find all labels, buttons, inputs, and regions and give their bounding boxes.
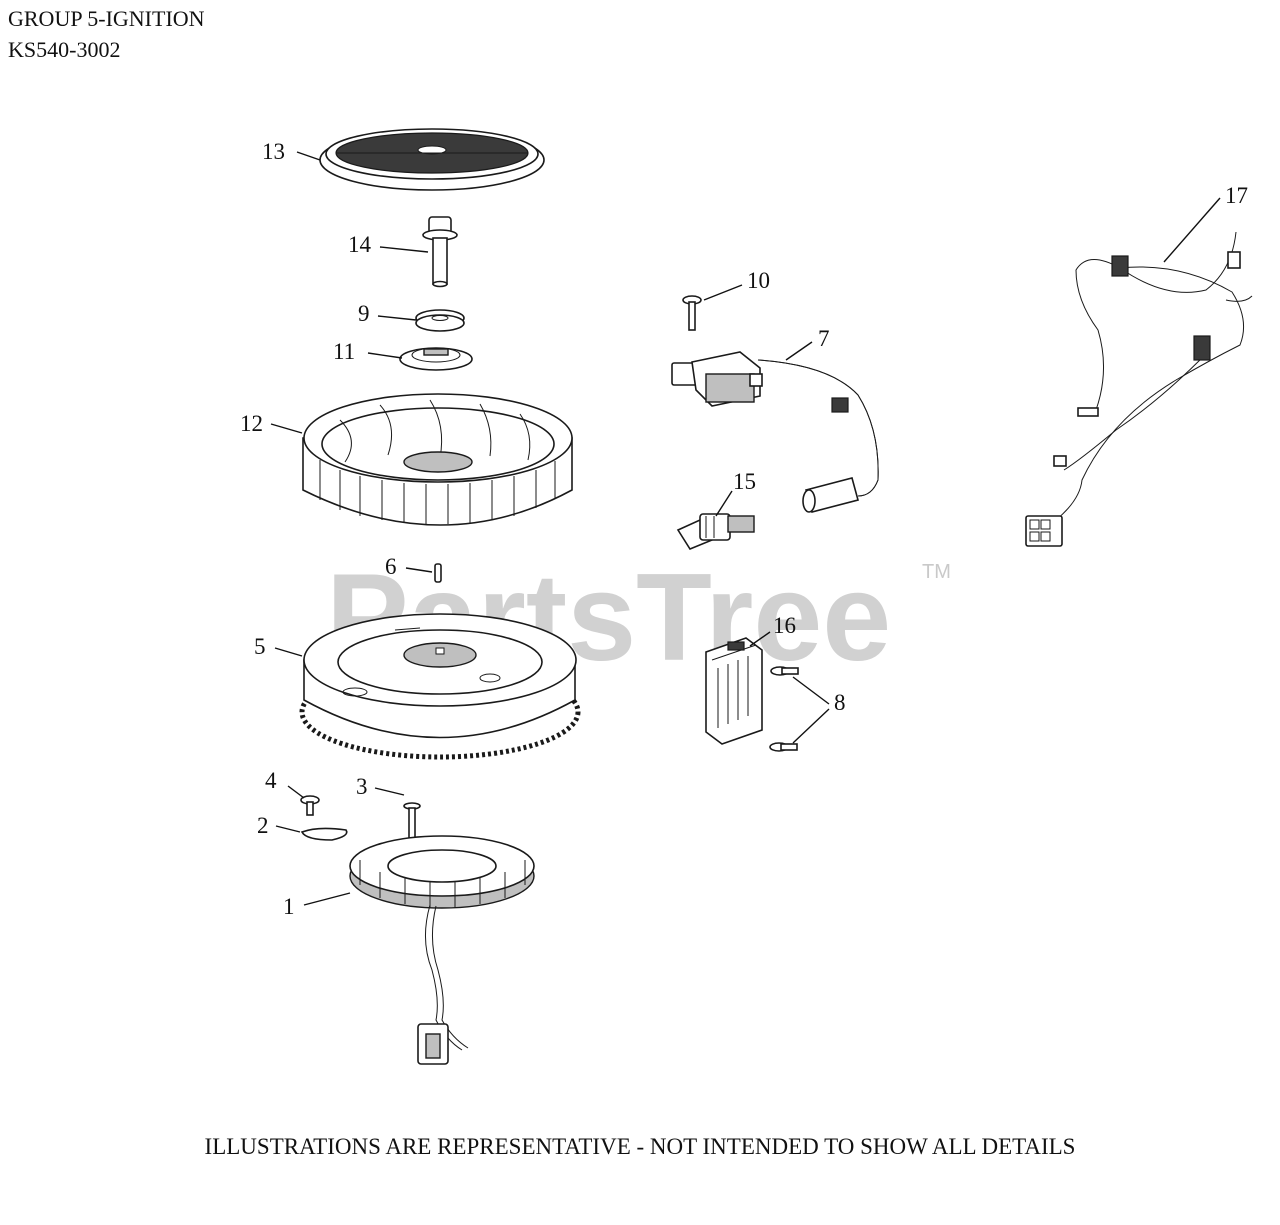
part-10-screw[interactable] <box>682 295 702 331</box>
part-8-screws[interactable] <box>769 666 799 752</box>
part-4-screw[interactable] <box>300 795 320 816</box>
callout-11: 11 <box>333 339 355 364</box>
callout-5: 5 <box>254 634 266 659</box>
part-3-screw[interactable] <box>403 802 421 839</box>
callout-12: 12 <box>240 411 263 436</box>
model-number: KS540-3002 <box>8 37 121 62</box>
spark-plug-boot <box>802 477 859 513</box>
part-9-washer[interactable] <box>415 309 465 332</box>
watermark-trademark: TM <box>922 561 951 583</box>
callout-16: 16 <box>773 613 796 638</box>
page-title: GROUP 5-IGNITION <box>8 6 205 31</box>
part-2-clamp[interactable] <box>300 827 348 841</box>
part-12-cooling-fan[interactable] <box>302 393 573 526</box>
part-11-fan-retainer[interactable] <box>399 347 473 371</box>
part-16-rectifier-regulator[interactable] <box>705 637 763 745</box>
callout-labels: 13 14 9 11 12 6 5 4 3 2 1 10 7 15 16 8 1… <box>240 139 1248 919</box>
part-5-flywheel[interactable] <box>299 613 581 760</box>
callout-3: 3 <box>356 774 368 799</box>
part-13-debris-screen[interactable] <box>319 128 545 191</box>
part-14-flywheel-bolt[interactable] <box>422 216 458 288</box>
part-17-wiring-harness[interactable] <box>1025 231 1253 547</box>
part-7-ignition-module[interactable] <box>671 351 879 513</box>
callout-15: 15 <box>733 469 756 494</box>
callout-7: 7 <box>818 326 830 351</box>
disclaimer-footer: ILLUSTRATIONS ARE REPRESENTATIVE - NOT I… <box>204 1134 1076 1159</box>
callout-9: 9 <box>358 301 370 326</box>
leader-lines <box>270 151 1221 906</box>
callout-10: 10 <box>747 268 770 293</box>
callout-1: 1 <box>283 894 295 919</box>
callout-8: 8 <box>834 690 846 715</box>
callout-4: 4 <box>265 768 277 793</box>
callout-17: 17 <box>1225 183 1248 208</box>
part-1-stator[interactable] <box>349 835 535 1065</box>
callout-6: 6 <box>385 554 397 579</box>
callout-2: 2 <box>257 813 269 838</box>
callout-14: 14 <box>348 232 372 257</box>
part-6-flywheel-key[interactable] <box>434 563 442 583</box>
callout-13: 13 <box>262 139 285 164</box>
part-15-spark-plug[interactable] <box>676 513 755 550</box>
